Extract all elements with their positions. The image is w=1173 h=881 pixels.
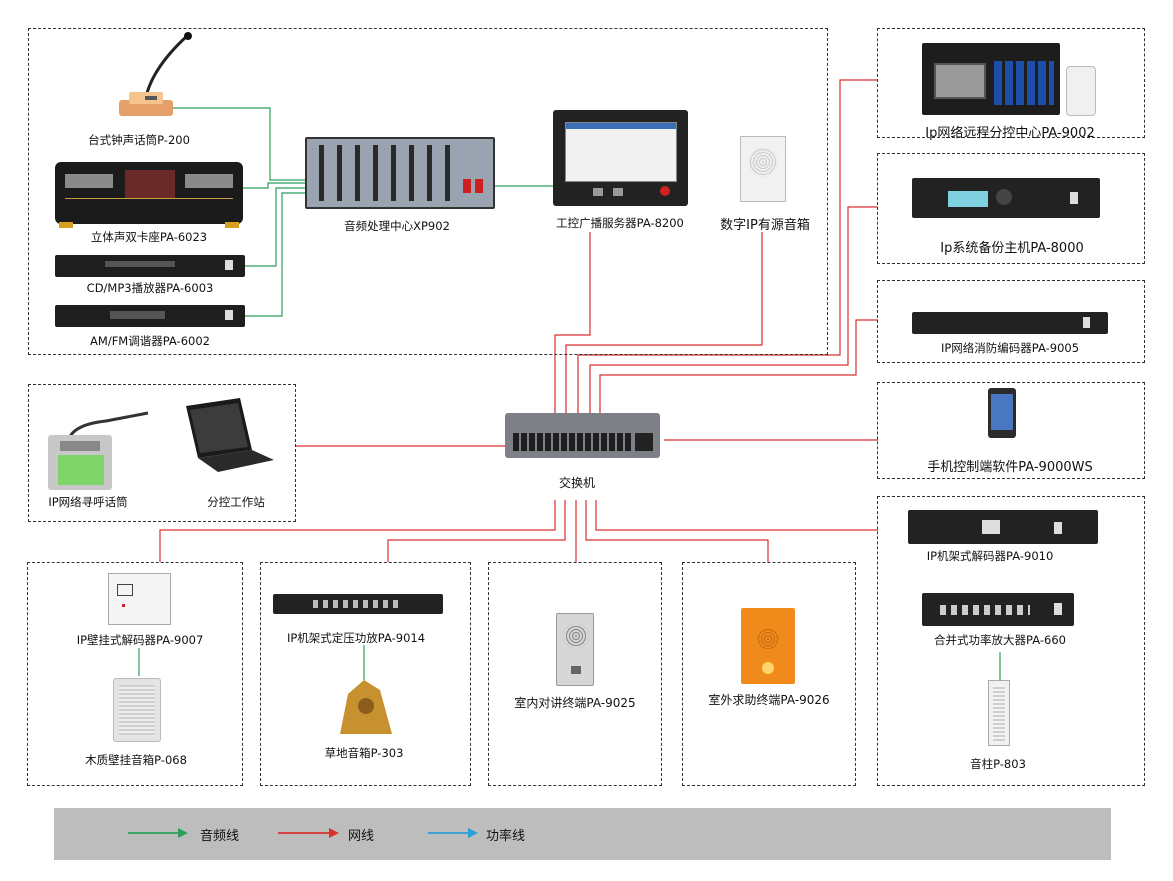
label-am-fm: AM/FM调谐器PA-6002 (90, 334, 210, 348)
backup-host (912, 178, 1100, 218)
label-rack-decoder: IP机架式解码器PA-9010 (926, 549, 1054, 563)
label-ip-mic: IP网络寻呼话筒 (48, 495, 128, 509)
mobile-phone (988, 388, 1016, 438)
label-ip-speaker: 数字IP有源音箱 (720, 218, 810, 233)
legend-power-arrow (428, 828, 478, 838)
label-lawn-speaker: 草地音箱P-303 (324, 746, 404, 760)
label-rack-amp: IP机架式定压功放PA-9014 (286, 631, 426, 645)
label-indoor-intercom: 室内对讲终端PA-9025 (514, 696, 636, 710)
label-column-speaker: 音柱P-803 (970, 757, 1026, 771)
rack-decoder-9010 (908, 510, 1098, 544)
workstation-laptop (182, 398, 274, 474)
label-server: 工控广播服务器PA-8200 (556, 216, 684, 230)
network-switch (505, 413, 660, 458)
remote-keypad (1066, 66, 1096, 116)
label-wood-speaker: 木质壁挂音箱P-068 (85, 753, 187, 767)
label-remote-center: Ip网络远程分控中心PA-9002 (925, 126, 1095, 141)
label-xp902: 音频处理中心XP902 (344, 219, 450, 233)
network-lines (159, 79, 878, 562)
am-fm-tuner (55, 305, 245, 327)
outdoor-group (682, 562, 856, 786)
column-speaker (988, 680, 1010, 746)
label-workstation: 分控工作站 (207, 495, 265, 509)
label-cassette: 立体声双卡座PA-6023 (90, 230, 208, 244)
label-mobile-app: 手机控制端软件PA-9000WS (927, 460, 1093, 475)
label-wall-decoder: IP壁挂式解码器PA-9007 (76, 633, 204, 647)
wall-decoder (108, 573, 171, 625)
paging-group (28, 384, 296, 522)
legend-network-arrow (278, 828, 339, 838)
indoor-group (488, 562, 662, 786)
legend-audio-arrow (128, 828, 188, 838)
lawn-speaker (334, 676, 396, 738)
label-cd-mp3: CD/MP3播放器PA-6003 (86, 281, 214, 295)
label-amplifier: 合并式功率放大器PA-660 (934, 633, 1066, 647)
rack-amp-group (260, 562, 471, 786)
digital-ip-speaker (740, 136, 786, 202)
wall-decoder-group (27, 562, 243, 786)
legend-audio-label: 音频线 (200, 829, 240, 844)
power-amplifier (922, 593, 1074, 626)
label-mic-p200: 台式钟声话筒P-200 (88, 133, 190, 147)
indoor-intercom (556, 613, 594, 686)
audio-source-group (28, 28, 828, 355)
rack-decoder-group (877, 496, 1145, 786)
rack-amplifier-9014 (273, 594, 443, 614)
outdoor-help-terminal (741, 608, 795, 684)
label-outdoor-help: 室外求助终端PA-9026 (708, 693, 830, 707)
legend-network-label: 网线 (348, 829, 375, 844)
fire-encoder (912, 312, 1108, 334)
backup-host-group (877, 153, 1145, 264)
wood-wall-speaker (113, 678, 161, 742)
label-switch: 交换机 (558, 476, 596, 490)
fire-encoder-group (877, 280, 1145, 363)
broadcast-server (553, 110, 688, 206)
remote-control-center (922, 43, 1060, 115)
desktop-microphone (105, 30, 195, 120)
label-backup-host: Ip系统备份主机PA-8000 (940, 241, 1084, 256)
audio-lines (138, 107, 1001, 680)
audio-processor-xp902 (305, 137, 495, 209)
legend-power-label: 功率线 (486, 829, 526, 844)
mobile-app-group (877, 382, 1145, 479)
cassette-deck (55, 162, 243, 228)
ip-paging-microphone (48, 405, 160, 490)
legend: 音频线 网线 功率线 (54, 808, 1111, 860)
label-fire-encoder: IP网络消防编码器PA-9005 (940, 341, 1080, 355)
cd-mp3-player (55, 255, 245, 277)
remote-center-group (877, 28, 1145, 138)
